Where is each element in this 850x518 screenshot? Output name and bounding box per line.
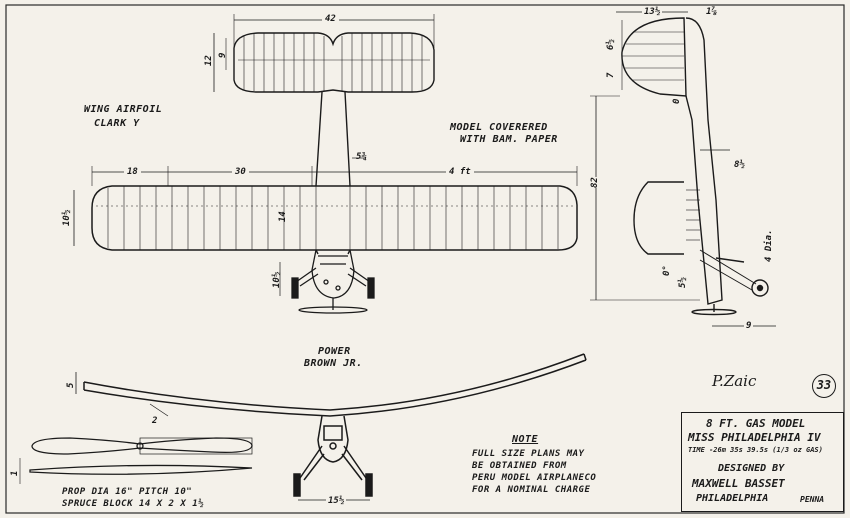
- sheet-number: 33: [812, 374, 836, 398]
- nose-landing-gear-top: [279, 249, 375, 314]
- dim-fuselage-depth: 8½: [734, 160, 745, 170]
- main-wing-top-view: [73, 166, 578, 251]
- note-title: NOTE: [512, 434, 539, 445]
- dim-fuselage-width: 5¾: [356, 152, 367, 162]
- title-time: TIME -26m 35s 39.5s (1/3 oz GAS): [688, 446, 823, 454]
- note-line-1: FULL SIZE PLANS MAY: [472, 449, 585, 459]
- dim-dihedral: 5: [66, 382, 76, 388]
- dim-rudder-top: 1⅞: [706, 7, 717, 17]
- dim-gear-base: 9: [744, 321, 754, 331]
- title-block: 8 FT. GAS MODEL MISS PHILADELPHIA IV TIM…: [681, 412, 844, 512]
- dim-overall-length: 82: [590, 177, 600, 188]
- dim-prop-thickness: 1: [10, 470, 20, 476]
- covering-label-1: MODEL COVERERED: [450, 122, 548, 133]
- dim-stab-chord: 12: [204, 55, 214, 66]
- engine-label: BROWN JR.: [304, 358, 363, 369]
- side-view: [590, 11, 776, 327]
- dim-wing-half-span: 4 ft: [446, 167, 474, 177]
- wing-airfoil-label: WING AIRFOIL: [84, 104, 163, 115]
- propeller-drawing: [19, 437, 253, 484]
- dim-stab-span: 42: [322, 14, 339, 24]
- dim-incidence: 0°: [662, 265, 672, 276]
- dim-wheel-diameter: 4 Dia.: [764, 229, 774, 262]
- dim-track: 15½: [326, 496, 347, 506]
- dim-wing-center: 30: [232, 167, 249, 177]
- dim-stab-inner: 9: [218, 52, 228, 58]
- dim-wing-tip: 18: [124, 167, 141, 177]
- dim-rudder-width: 13½: [642, 7, 663, 17]
- prop-spec-1: PROP DIA 16" PITCH 10": [62, 487, 193, 497]
- wing-airfoil-type: CLARK Y: [94, 118, 140, 129]
- dim-rudder-offset: 0: [672, 98, 682, 104]
- dim-wing-chord: 10½: [62, 209, 72, 226]
- front-view: [75, 353, 587, 501]
- power-label: POWER: [318, 346, 351, 357]
- note-line-2: BE OBTAINED FROM: [472, 461, 567, 471]
- covering-label-2: WITH BAM. PAPER: [460, 134, 558, 145]
- dim-center-chord: 14: [278, 211, 288, 222]
- title-designed-by: DESIGNED BY: [718, 463, 785, 474]
- prop-spec-2: SPRUCE BLOCK 14 x 2 x 1½: [62, 499, 205, 509]
- title-state: PENNA: [800, 495, 825, 504]
- dim-tip-rise: 2: [152, 416, 158, 426]
- title-name: MISS PHILADELPHIA IV: [688, 431, 821, 444]
- note-line-4: FOR A NOMINAL CHARGE: [472, 485, 591, 495]
- sheet-border: [5, 4, 845, 514]
- stabilizer-top-view: [213, 14, 435, 93]
- title-designer: MAXWELL BASSET: [692, 477, 785, 490]
- dim-rudder-height: 6½: [606, 39, 616, 50]
- title-model: 8 FT. GAS MODEL: [706, 417, 806, 430]
- designer-signature: P.Zaic: [712, 372, 757, 390]
- dim-rudder-lower: 7: [606, 72, 616, 78]
- note-line-3: PERU MODEL AIRPLANECO: [472, 473, 597, 483]
- dim-gear-offset: 5½: [678, 277, 688, 288]
- dim-gear-height: 10½: [272, 271, 282, 288]
- title-city: PHILADELPHIA: [696, 493, 769, 504]
